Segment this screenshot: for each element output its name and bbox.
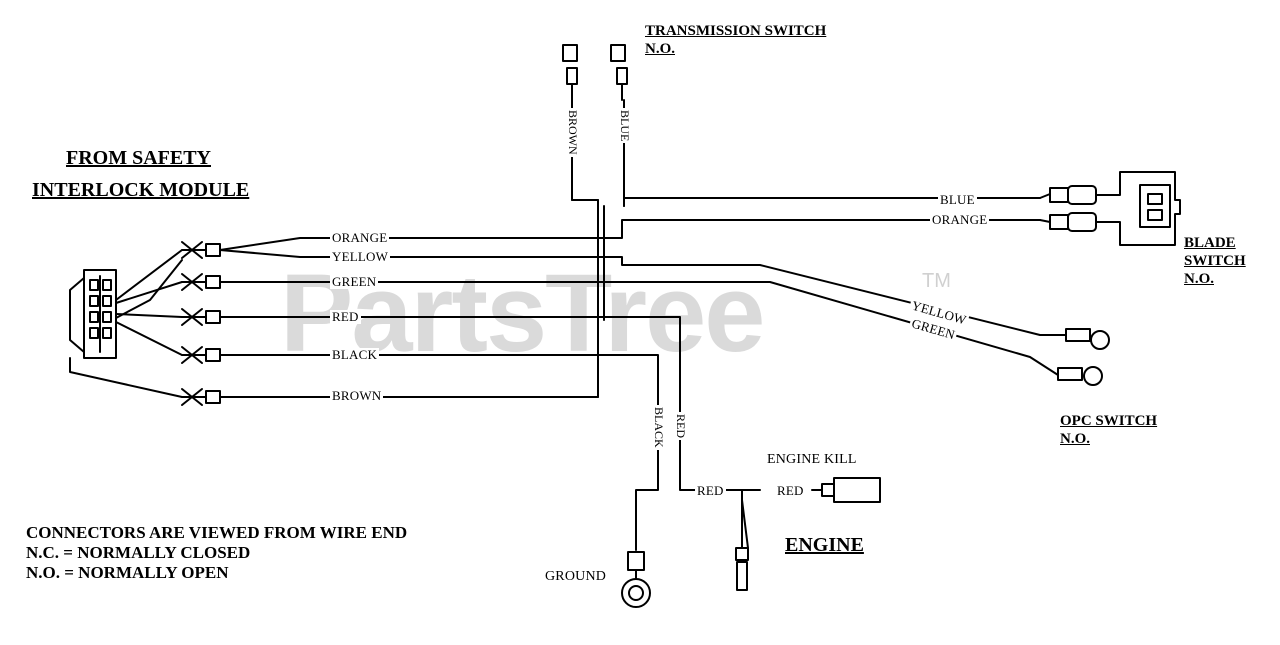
wire-label-blue-right: BLUE bbox=[938, 192, 977, 207]
interlock-module-connector bbox=[69, 269, 117, 359]
wire-label-black-left: BLACK bbox=[330, 347, 380, 362]
heading-opc-line2: N.O. bbox=[1060, 431, 1090, 447]
blue-wire-run bbox=[623, 197, 1041, 207]
blade-switch-connectors bbox=[1039, 171, 1181, 246]
note-normally-closed: N.C. = NORMALLY CLOSED bbox=[26, 543, 251, 562]
spade-terminals bbox=[181, 241, 221, 406]
heading-blade-line1: BLADE bbox=[1184, 235, 1236, 251]
note-connectors: CONNECTORS ARE VIEWED FROM WIRE END bbox=[26, 523, 408, 542]
wire-label-red-engine2: RED bbox=[775, 483, 806, 498]
wire-label-orange-right: ORANGE bbox=[930, 212, 990, 227]
fan-wires bbox=[69, 249, 183, 398]
ground-label: GROUND bbox=[543, 569, 609, 584]
heading-blade-line3: N.O. bbox=[1184, 271, 1214, 287]
heading-transmission-line2: N.O. bbox=[645, 41, 675, 57]
wire-label-black-down: BLACK bbox=[651, 405, 666, 450]
transmission-connectors bbox=[562, 44, 628, 101]
heading-engine: ENGINE bbox=[785, 534, 864, 556]
heading-safety-line1: FROM SAFETY bbox=[66, 147, 211, 169]
ground-ring-terminal bbox=[621, 551, 651, 608]
left-wire-runs bbox=[219, 237, 601, 398]
engine-kill-label: ENGINE KILL bbox=[765, 452, 859, 467]
red-down-run bbox=[599, 316, 731, 491]
wire-label-orange-left: ORANGE bbox=[330, 230, 390, 245]
heading-transmission-line1: TRANSMISSION SWITCH bbox=[645, 23, 827, 39]
note-normally-open: N.O. = NORMALLY OPEN bbox=[26, 563, 229, 582]
wire-label-red-down: RED bbox=[673, 412, 688, 440]
watermark-tm: TM bbox=[922, 270, 951, 292]
opc-ring-terminals bbox=[1057, 328, 1110, 386]
heading-blade-line2: SWITCH bbox=[1184, 253, 1246, 269]
wire-label-yellow-left: YELLOW bbox=[330, 249, 391, 264]
wire-label-brown-left: BROWN bbox=[330, 388, 384, 403]
yellow-wire-run bbox=[594, 256, 1071, 336]
wire-label-red-engine1: RED bbox=[695, 483, 726, 498]
heading-opc-line1: OPC SWITCH bbox=[1060, 413, 1158, 429]
orange-wire-run bbox=[594, 219, 1041, 239]
engine-kill-connector bbox=[729, 477, 881, 591]
wire-label-red-left: RED bbox=[330, 309, 361, 324]
heading-safety-line2: INTERLOCK MODULE bbox=[32, 179, 250, 201]
wire-label-green-left: GREEN bbox=[330, 274, 379, 289]
black-down-run bbox=[599, 354, 659, 551]
wire-label-blue-top: BLUE bbox=[617, 108, 632, 144]
wire-label-brown-top: BROWN bbox=[565, 108, 580, 157]
green-wire-run bbox=[597, 281, 1059, 376]
